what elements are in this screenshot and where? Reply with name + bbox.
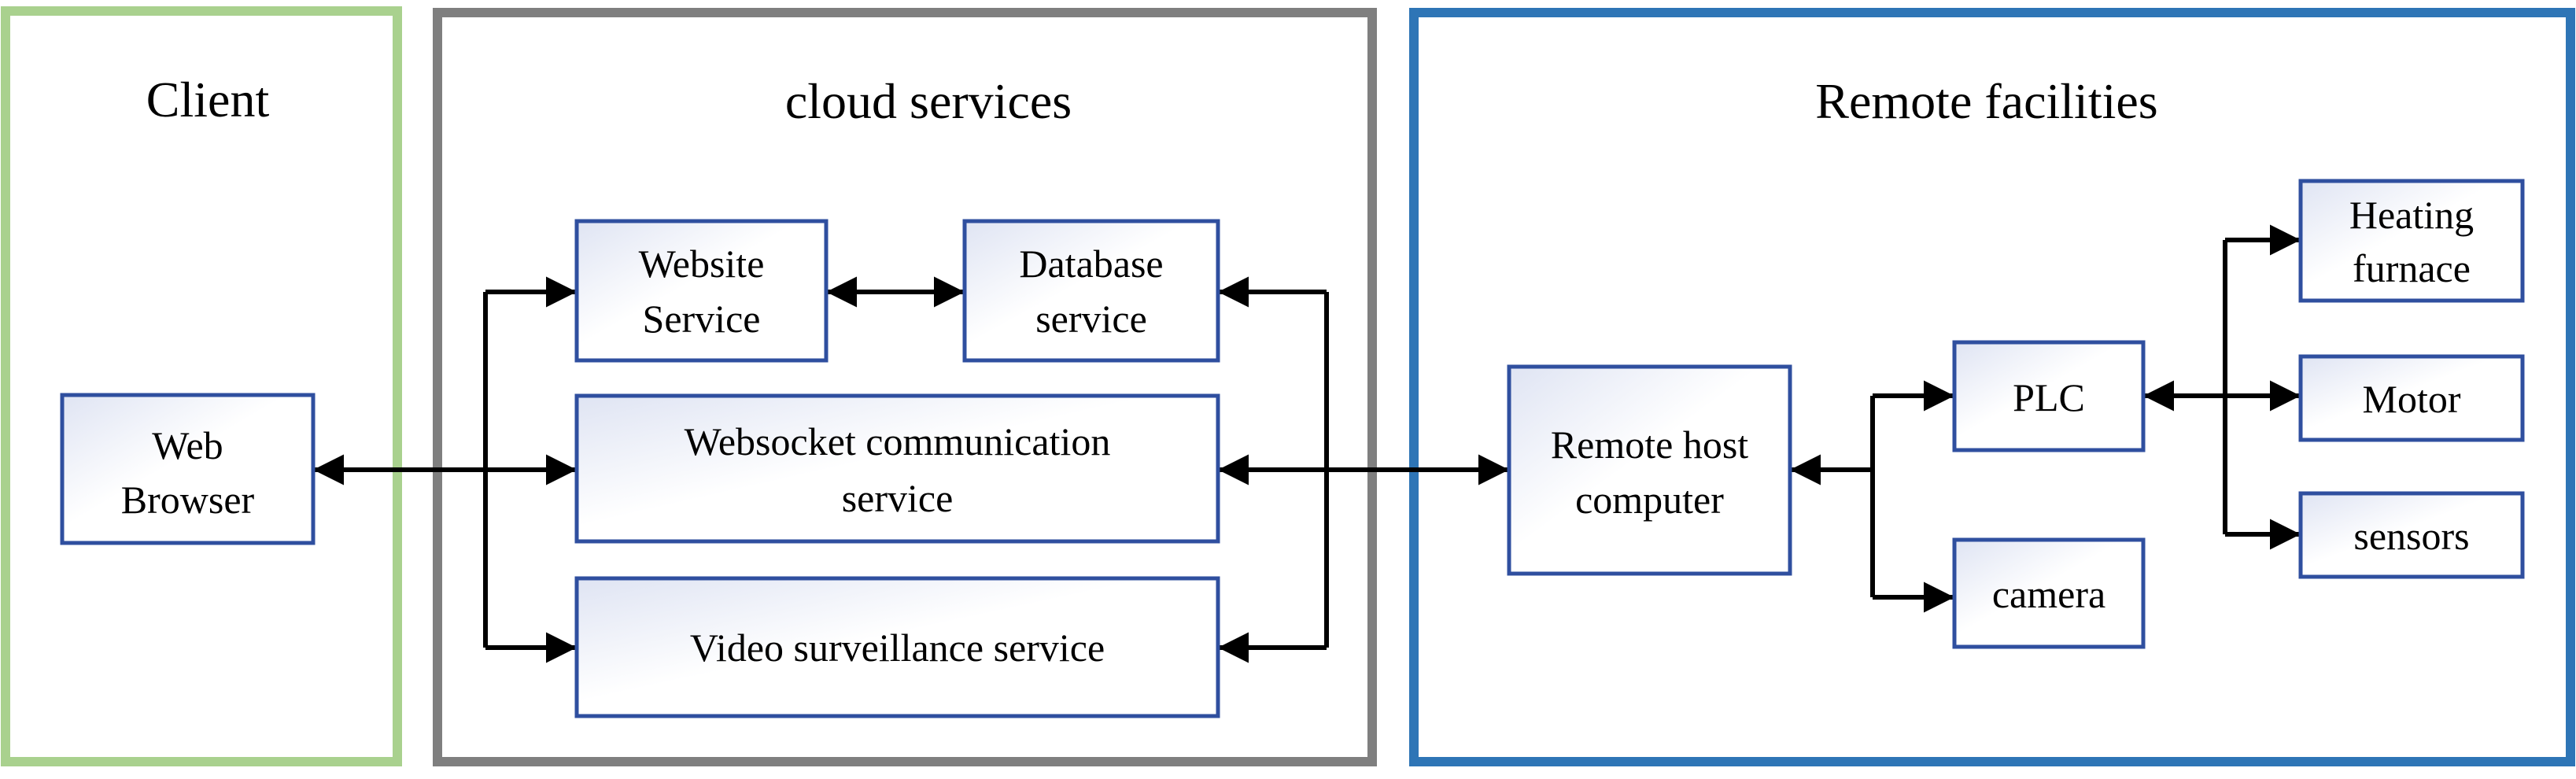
node-websocket-service-line1: Websocket communication [685,419,1111,463]
node-heating-furnace-box [2298,179,2525,303]
node-remote-host-line1: Remote host [1551,423,1748,467]
node-website-service-box [574,219,829,363]
node-remote-host-line2: computer [1575,478,1724,522]
node-motor-box [2298,354,2525,442]
node-website-service-line1: Website [639,242,765,286]
panel-remote-facilities: Remote facilities [1409,8,2575,766]
node-camera: camera [1952,537,2146,649]
node-video-service-line1: Video surveillance service [690,626,1105,670]
node-sensors-line1: sensors [2353,514,2469,558]
panel-cloud-title: cloud services [785,73,1072,129]
node-websocket-service: Websocket communication service [574,393,1220,544]
node-plc-line1: PLC [2013,375,2085,419]
panel-remote-border [1409,8,2575,766]
node-camera-box [1952,537,2146,649]
node-website-service-line2: Service [643,297,761,341]
node-database-service-line1: Database [1019,242,1163,286]
connections [313,224,2301,663]
node-sensors-box [2298,491,2525,579]
node-camera-line1: camera [1992,572,2105,616]
node-plc: PLC [1952,340,2146,452]
node-heating-furnace-line1: Heating [2349,193,2474,237]
node-web-browser: Web Browser [60,393,316,545]
node-video-service: Video surveillance service [574,576,1220,718]
node-database-service: Database service [962,219,1220,363]
node-websocket-service-box [574,393,1220,544]
panel-client-title: Client [146,72,270,127]
node-plc-box [1952,340,2146,452]
node-remote-host: Remote host computer [1507,364,1792,576]
node-heating-furnace: Heating furnace [2298,179,2525,303]
node-sensors: sensors [2298,491,2525,579]
node-web-browser-line2: Browser [121,478,255,522]
node-database-service-box [962,219,1220,363]
node-web-browser-box [60,393,316,545]
node-motor-line1: Motor [2363,377,2461,421]
node-website-service: Website Service [574,219,829,363]
node-web-browser-line1: Web [152,423,223,467]
node-motor: Motor [2298,354,2525,442]
node-remote-host-box [1507,364,1792,576]
panel-client-border [1,6,402,766]
panel-cloud-border [433,8,1377,766]
node-heating-furnace-line2: furnace [2353,246,2471,290]
panel-remote-title: Remote facilities [1815,73,2157,129]
node-video-service-box [574,576,1220,718]
node-database-service-line2: service [1035,297,1147,341]
panel-cloud-services: cloud services [433,8,1377,766]
node-websocket-service-line2: service [842,476,954,520]
panel-client: Client [1,6,402,766]
